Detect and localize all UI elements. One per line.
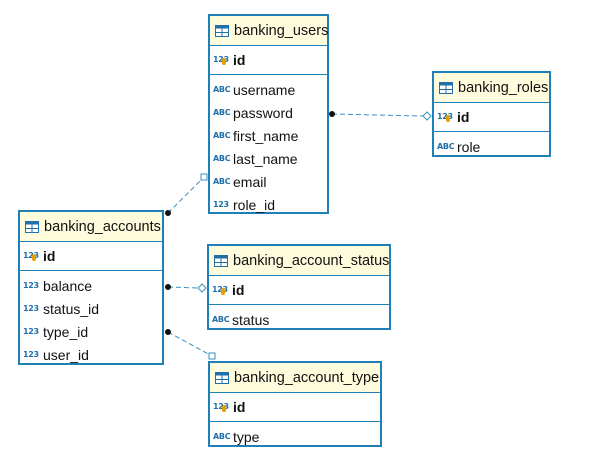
column-row[interactable]: 123 user_id: [20, 343, 162, 366]
column-name: last_name: [233, 150, 298, 167]
column-name: id: [457, 108, 470, 125]
link-users-roles-many-end: [329, 111, 335, 117]
column-name: id: [232, 281, 245, 298]
column-name: type: [233, 428, 260, 445]
column-row[interactable]: 123 status_id: [20, 297, 162, 320]
table-banking-accounts[interactable]: banking_accounts 123 id 123 balance 123 st…: [18, 210, 164, 365]
table-name: banking_users: [234, 22, 329, 39]
column-name: id: [233, 398, 246, 415]
link-accounts-type-one-end: [208, 352, 216, 360]
table-name: banking_accounts: [44, 218, 161, 235]
primary-key-section: 123 id: [434, 103, 549, 132]
column-row[interactable]: 123 id: [210, 395, 380, 418]
123-type-icon: 123: [213, 200, 229, 209]
column-name: type_id: [43, 323, 89, 340]
primary-key-icon: 123: [213, 55, 229, 65]
table-header[interactable]: banking_accounts: [20, 212, 162, 242]
column-row[interactable]: 123 id: [210, 48, 327, 71]
link-accounts-status-one-end: [197, 283, 207, 293]
primary-key-section: 123 id: [20, 242, 162, 271]
primary-key-icon: 123: [213, 402, 229, 412]
primary-key-section: 123 id: [210, 46, 327, 75]
abc-type-icon: ABC: [213, 177, 231, 186]
column-name: role: [457, 138, 481, 155]
abc-type-icon: ABC: [212, 315, 230, 324]
123-type-icon: 123: [23, 281, 39, 290]
123-type-icon: 123: [23, 304, 39, 313]
column-name: first_name: [233, 127, 299, 144]
link-accounts-users-one-end: [200, 173, 208, 181]
table-icon: [215, 371, 229, 384]
table-name: banking_account_type: [234, 369, 380, 386]
link-accounts-status-many-end: [165, 284, 171, 290]
link-accounts-users: [167, 176, 205, 214]
column-row[interactable]: 123 type_id: [20, 320, 162, 343]
link-users-roles-one-end: [422, 111, 432, 121]
table-name: banking_roles: [458, 79, 549, 96]
columns-section: 123 balance 123 status_id 123 type_id 123 us…: [20, 271, 162, 370]
column-row[interactable]: 123 balance: [20, 274, 162, 297]
123-type-icon: 123: [23, 350, 39, 359]
link-accounts-type-many-end: [165, 329, 171, 335]
abc-type-icon: ABC: [213, 85, 231, 94]
column-name: balance: [43, 277, 93, 294]
primary-key-icon: 123: [437, 112, 453, 122]
abc-type-icon: ABC: [213, 154, 231, 163]
column-row[interactable]: 123 id: [209, 278, 389, 301]
column-name: password: [233, 104, 293, 121]
abc-type-icon: ABC: [213, 108, 231, 117]
column-name: user_id: [43, 346, 89, 363]
table-icon: [215, 24, 229, 37]
table-name: banking_account_status: [233, 252, 390, 269]
column-name: id: [43, 247, 56, 264]
link-accounts-users-many-end: [165, 210, 171, 216]
abc-type-icon: ABC: [213, 131, 231, 140]
column-name: id: [233, 51, 246, 68]
link-users-roles: [331, 113, 424, 117]
abc-type-icon: ABC: [437, 142, 455, 151]
primary-key-section: 123 id: [209, 276, 389, 305]
123-type-icon: 123: [23, 327, 39, 336]
table-header[interactable]: banking_account_status: [209, 246, 389, 276]
column-row[interactable]: 123 role_id: [210, 193, 327, 216]
link-accounts-type: [167, 331, 213, 357]
table-header[interactable]: banking_roles: [434, 73, 549, 103]
column-name: username: [233, 81, 296, 98]
primary-key-icon: 123: [212, 285, 228, 295]
table-icon: [439, 81, 453, 94]
column-name: status_id: [43, 300, 100, 317]
column-row[interactable]: 123 id: [20, 244, 162, 267]
column-name: role_id: [233, 196, 276, 213]
table-header[interactable]: banking_users: [210, 16, 329, 46]
primary-key-icon: 123: [23, 251, 39, 261]
primary-key-section: 123 id: [210, 393, 380, 422]
column-name: status: [232, 311, 270, 328]
column-name: email: [233, 173, 267, 190]
abc-type-icon: ABC: [213, 432, 231, 441]
table-icon: [25, 220, 39, 233]
link-accounts-status: [167, 286, 199, 289]
table-header[interactable]: banking_account_type: [210, 363, 380, 393]
table-icon: [214, 254, 228, 267]
column-row[interactable]: 123 id: [434, 105, 549, 128]
